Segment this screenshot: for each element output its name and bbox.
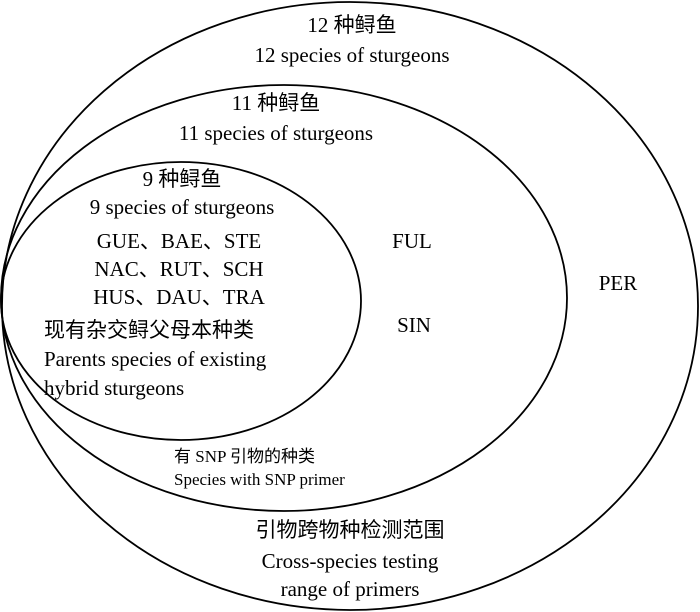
inner-species-row: HUS、DAU、TRA: [93, 285, 265, 309]
inner-title-en: 9 species of sturgeons: [90, 195, 275, 219]
inner-caption-en-1: Parents species of existing: [44, 347, 267, 371]
inner-species-row: GUE、BAE、STE: [97, 229, 262, 253]
middle-title-cn: 11 种鲟鱼: [232, 91, 320, 115]
outer-title-cn: 12 种鲟鱼: [307, 13, 396, 37]
inner-ellipse: [0, 161, 362, 441]
middle-species-1: FUL: [392, 229, 432, 253]
inner-caption-en-2: hybrid sturgeons: [44, 376, 184, 400]
outer-caption-cn: 引物跨物种检测范围: [256, 518, 445, 542]
inner-title-cn: 9 种鲟鱼: [143, 167, 222, 191]
middle-title-en: 11 species of sturgeons: [179, 121, 373, 145]
middle-caption-en: Species with SNP primer: [174, 470, 345, 489]
inner-caption-cn: 现有杂交鲟父母本种类: [44, 318, 254, 342]
outer-caption-en-2: range of primers: [281, 577, 420, 601]
outer-title-en: 12 species of sturgeons: [255, 43, 450, 67]
outer-species: PER: [599, 271, 638, 295]
outer-caption-en-1: Cross-species testing: [262, 549, 439, 573]
inner-species-row: NAC、RUT、SCH: [94, 257, 263, 281]
middle-species-2: SIN: [397, 313, 431, 337]
middle-caption-cn: 有 SNP 引物的种类: [174, 447, 315, 466]
